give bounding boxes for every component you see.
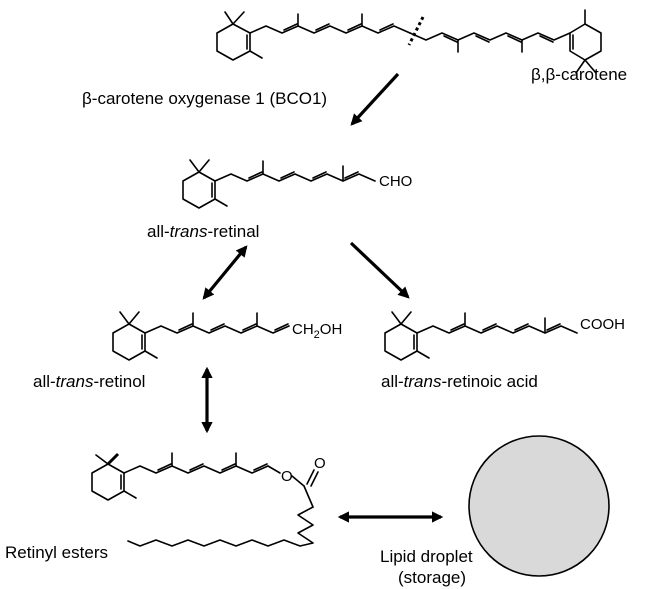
retinol-label: all-trans-retinol <box>33 372 145 391</box>
beta-carotene-structure <box>216 9 602 74</box>
retinoic-label-suffix: -retinoic acid <box>441 372 537 391</box>
cleavage-site-mark <box>407 16 425 46</box>
ester-oxygen: O <box>281 468 293 485</box>
retinal-label-italic: trans <box>170 222 208 241</box>
retinal-retinoic-acid-arrow <box>349 241 410 299</box>
retinol-label-italic: trans <box>56 372 94 391</box>
carboxylic-acid-group: COOH <box>580 316 625 333</box>
retinal-label: all-trans-retinal <box>147 222 259 241</box>
retinol-structure <box>112 311 290 361</box>
lipid-droplet-label: Lipid droplet <box>380 547 473 566</box>
retinal-structure <box>182 159 376 209</box>
carbonyl-oxygen: O <box>314 455 326 472</box>
retinyl-esters-label: Retinyl esters <box>5 543 108 562</box>
enzyme-label: β-carotene oxygenase 1 (BCO1) <box>82 89 327 108</box>
beta-carotene-label: β,β-carotene <box>531 65 627 84</box>
aldehyde-group: CHO <box>379 173 412 190</box>
hydroxymethyl-group: CH2OH <box>292 321 342 341</box>
retinol-label-suffix: -retinol <box>93 372 145 391</box>
ch-part: CH <box>292 321 314 338</box>
retinoic-label-italic: trans <box>404 372 442 391</box>
retinal-retinol-arrow <box>202 245 248 300</box>
bco1-cleavage-arrow <box>350 72 400 126</box>
retinoic-acid-structure <box>384 311 578 361</box>
lipid-droplet <box>468 435 610 577</box>
lipid-droplet-sublabel: (storage) <box>398 568 466 587</box>
retinol-label-prefix: all- <box>33 372 56 391</box>
retinoic-acid-label: all-trans-retinoic acid <box>381 372 538 391</box>
oh-part: OH <box>320 321 343 338</box>
retinal-label-prefix: all- <box>147 222 170 241</box>
retinyl-ester-structure <box>91 452 319 547</box>
subscript-two: 2 <box>314 329 320 341</box>
retinoic-label-prefix: all- <box>381 372 404 391</box>
retinal-label-suffix: -retinal <box>207 222 259 241</box>
